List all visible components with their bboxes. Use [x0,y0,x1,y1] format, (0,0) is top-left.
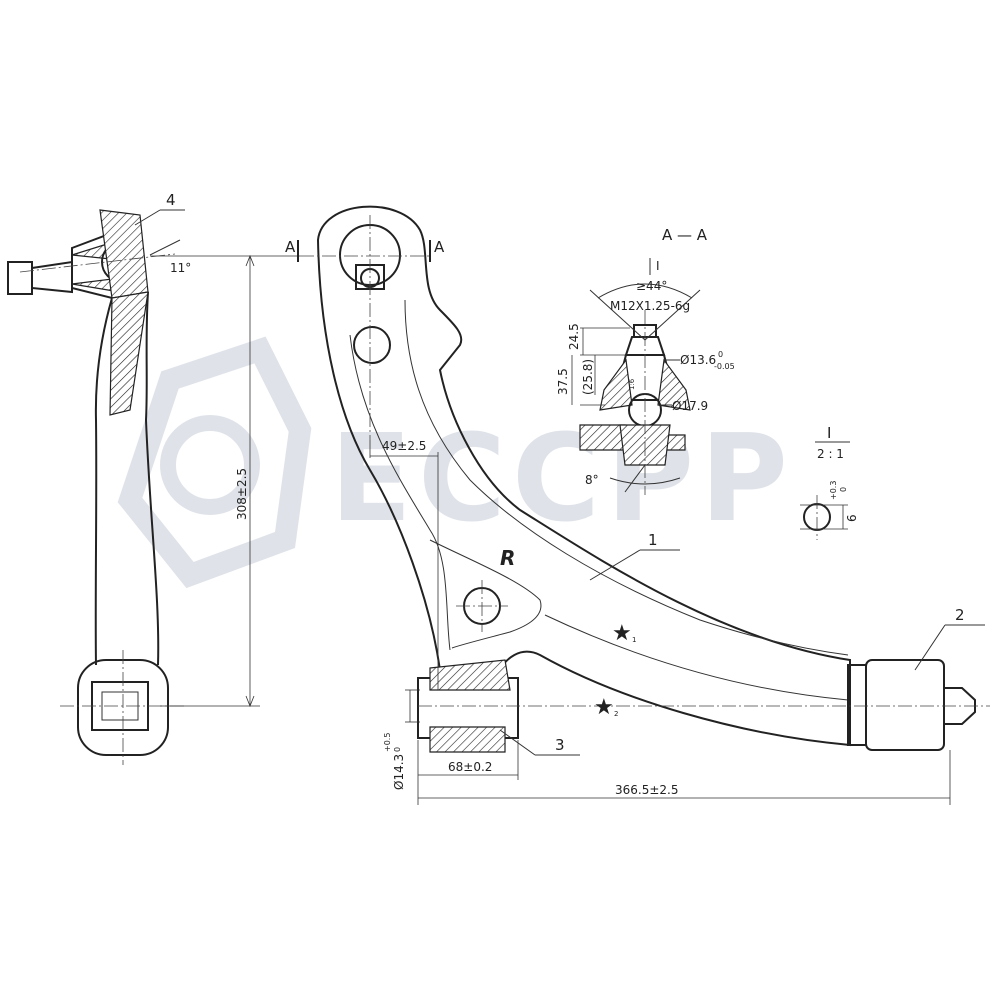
dim-24-label: 24.5 [567,323,581,350]
watermark-text: ECCPP [330,410,794,549]
part-number-4: 4 [166,191,176,209]
arm-outline [316,205,851,747]
stud-nut [7,261,33,295]
dim-dia14: Ø14.3 +0.5 0 [383,689,420,790]
part-number-1: 1 [648,531,658,549]
section-title: A — A [662,226,708,244]
dim-68-label: 68±0.2 [448,760,492,774]
star-1-index: 1 [632,636,636,644]
dim-366: 366.5±2.5 [417,750,951,805]
section-view-mark: I [656,259,660,273]
dim-68: 68±0.2 [417,740,519,780]
dim-366-label: 366.5±2.5 [615,783,679,797]
dim-dia14-tol-lower: 0 [393,747,402,752]
dim-308-label: 308±2.5 [235,468,249,520]
svg-text:★: ★ [612,621,632,646]
dim-dia14-tol-upper: +0.5 [383,733,392,752]
dim-dia136-tol-upper: 0 [718,350,723,359]
part-1-leader: 1 [589,531,680,581]
watermark: ECCPP [117,336,794,589]
detail-label: I [827,424,831,442]
rear-bushing [865,659,945,751]
dim-49: 49±2.5 [369,439,439,690]
side-mark: R [500,546,515,570]
dim-308: 308±2.5 [150,254,300,708]
side-view: 4 11° [7,191,191,765]
section-mark-right: A [434,238,445,256]
dim-dia136-label: Ø13.6 [680,353,716,367]
taper-label: 1:6 [628,378,636,390]
dim-49-label: 49±2.5 [382,439,426,453]
angle-44-label: ≥44° [636,279,667,293]
star-2-index: 2 [614,710,618,718]
detail-dim-hole: 6 [845,514,859,522]
svg-text:★: ★ [594,695,614,720]
dim-37-label: 37.5 [556,368,570,395]
thread-label: M12X1.25-6g [610,299,690,313]
detail-dim-tol-lower: 0 [839,487,848,492]
detail-i: I 2 : 1 6 +0.3 0 [800,424,859,540]
dim-dia179-label: Ø17.9 [672,399,708,413]
part-2-leader: 2 [914,606,985,671]
detail-scale: 2 : 1 [817,447,844,461]
dim-dia14-label: Ø14.3 [392,754,406,790]
detail-dim-tol-upper: +0.3 [829,481,838,500]
dim-25-label: (25.8) [581,359,595,395]
part-number-3: 3 [555,736,565,754]
dim-dia136-tol-lower: -0.05 [714,362,735,371]
section-mark-left: A [285,238,296,256]
plan-view: ★ 1 ★ 2 R A A [285,205,990,753]
section-a-a: A — A I ≥44° M12X1.25-6g 24.5 37.5 (25.8… [556,226,735,495]
part-number-2: 2 [955,606,965,624]
upper-hole [353,326,391,364]
angle-8-label: 8° [585,473,599,487]
angle-11-label: 11° [170,261,191,275]
part-3-leader: 3 [499,729,580,756]
